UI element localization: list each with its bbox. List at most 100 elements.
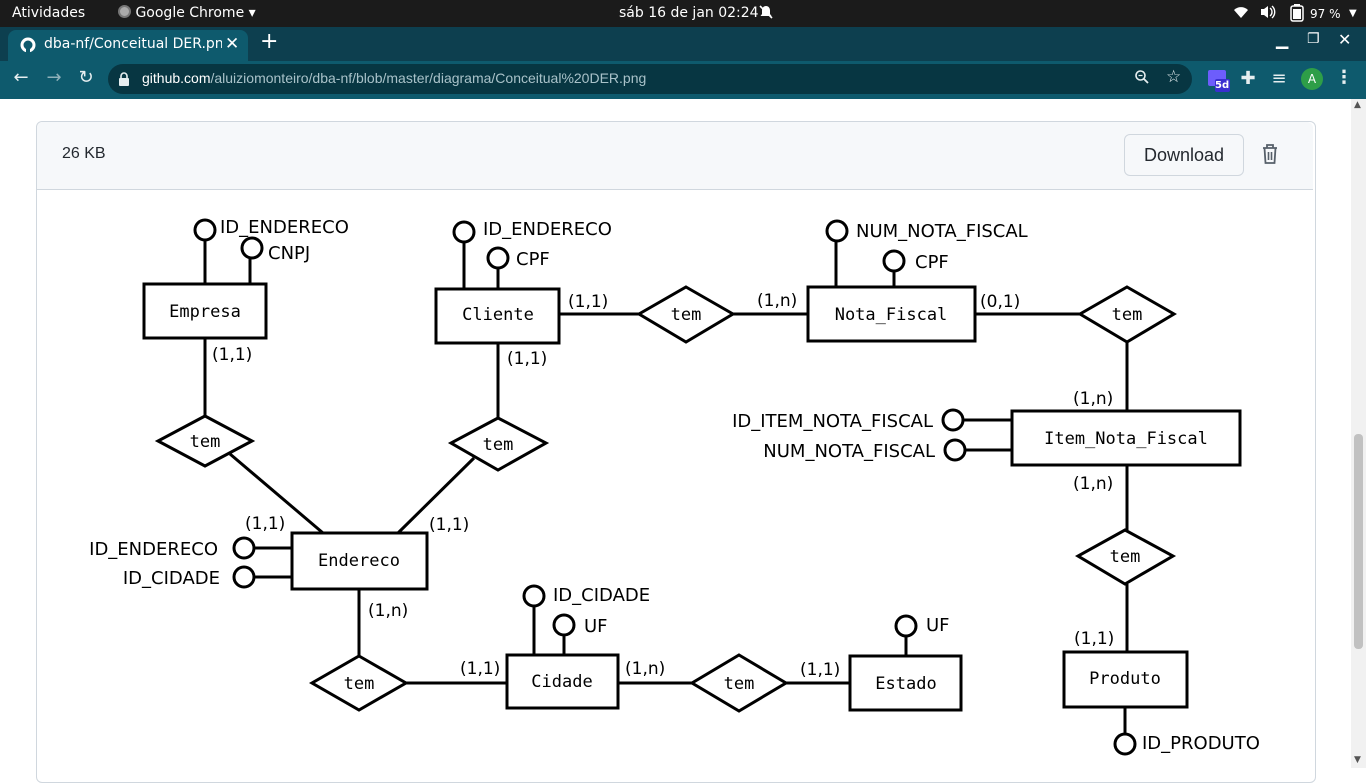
- browser-tab[interactable]: dba-nf/Conceitual DER.pn ✕: [8, 30, 248, 61]
- relationship-endereco-cidade: [308, 654, 410, 712]
- entity-item-nota-fiscal: [1010, 409, 1242, 467]
- minimize-button[interactable]: ▁: [1276, 30, 1289, 49]
- url-domain: github.com: [142, 70, 211, 86]
- entity-cliente: [434, 287, 561, 345]
- attribute-label: CNPJ: [268, 243, 310, 264]
- entity-label: Produto: [1089, 669, 1161, 689]
- cardinality-label: (0,1): [980, 292, 1020, 312]
- cardinality-label: (1,n): [757, 291, 797, 311]
- cardinality-label: (1,1): [460, 659, 500, 679]
- file-size: 26 KB: [62, 145, 106, 162]
- attribute-label: UF: [926, 615, 950, 636]
- cardinality-label: (1,1): [1074, 629, 1114, 649]
- new-tab-button[interactable]: +: [260, 29, 279, 54]
- app-name: Google Chrome: [135, 5, 245, 21]
- extension-calendar-icon[interactable]: [1208, 70, 1230, 96]
- clock[interactable]: sáb 16 de jan 02:24: [619, 5, 759, 21]
- close-tab-icon[interactable]: ✕: [225, 34, 240, 54]
- cardinality-label: (1,n): [625, 659, 665, 679]
- relationship-label: tem: [1112, 305, 1143, 325]
- cardinality-label: (1,n): [1073, 474, 1113, 494]
- cardinality-label: (1,1): [212, 345, 252, 365]
- entity-produto: [1062, 650, 1189, 709]
- more-menu-icon[interactable]: ⋮: [1335, 67, 1353, 88]
- attribute-label: ID_ENDERECO: [220, 217, 349, 238]
- extensions-puzzle-icon[interactable]: ✚: [1240, 68, 1256, 89]
- entity-endereco: [290, 531, 429, 591]
- relationship-label: tem: [1110, 547, 1141, 567]
- chevron-down-icon: ▾: [248, 5, 256, 21]
- wifi-icon[interactable]: [1233, 5, 1249, 23]
- extension-badge: 5d: [1215, 80, 1230, 91]
- bookmark-star-icon[interactable]: ☆: [1166, 67, 1182, 87]
- cardinality-label: (1,n): [368, 601, 408, 621]
- scrollbar-thumb[interactable]: [1354, 434, 1363, 649]
- attribute-label: CPF: [915, 252, 949, 273]
- entity-label: Item_Nota_Fiscal: [1044, 429, 1208, 449]
- cardinality-label: (1,1): [429, 515, 469, 535]
- relationship-cliente-endereco: [447, 416, 550, 472]
- cardinality-label: (1,1): [245, 514, 285, 534]
- github-icon: [20, 37, 36, 57]
- relationship-label: tem: [483, 435, 514, 455]
- attribute-label: ID_ENDERECO: [89, 539, 218, 560]
- entity-label: Endereco: [318, 551, 400, 571]
- attribute-label: ID_PRODUTO: [1142, 733, 1260, 754]
- maximize-button[interactable]: ❐: [1307, 31, 1320, 47]
- battery-percent: 97 %: [1310, 7, 1341, 21]
- cardinality-label: (1,n): [1073, 389, 1113, 409]
- url-path: /aluiziomonteiro/dba-nf/blob/master/diag…: [210, 70, 647, 86]
- entity-label: Empresa: [169, 302, 241, 322]
- attribute-label: ID_ITEM_NOTA_FISCAL: [732, 411, 933, 432]
- app-menu[interactable]: Google Chrome ▾: [118, 5, 256, 21]
- reload-icon[interactable]: ↻: [78, 67, 94, 88]
- forward-icon[interactable]: →: [46, 67, 62, 88]
- attribute-label: NUM_NOTA_FISCAL: [763, 441, 935, 462]
- entity-nota-fiscal: [806, 285, 977, 343]
- attribute-label: NUM_NOTA_FISCAL: [856, 221, 1028, 242]
- relationship-label: tem: [344, 674, 375, 694]
- relationship-label: tem: [724, 674, 755, 694]
- trash-icon[interactable]: [1259, 142, 1281, 170]
- relationship-item-produto: [1074, 528, 1177, 586]
- close-window-button[interactable]: ✕: [1338, 30, 1352, 49]
- lock-icon: [118, 71, 130, 90]
- back-icon[interactable]: ←: [13, 67, 29, 88]
- zoom-icon[interactable]: [1134, 69, 1150, 89]
- file-header: [37, 122, 1313, 190]
- attribute-label: UF: [584, 616, 608, 637]
- relationship-cliente-nota-fiscal: [636, 285, 736, 344]
- system-top-bar: Atividades Google Chrome ▾ sáb 16 de jan…: [0, 0, 1366, 27]
- relationship-label: tem: [671, 305, 702, 325]
- tab-title: dba-nf/Conceitual DER.pn: [44, 36, 222, 52]
- address-bar[interactable]: github.com/aluiziomonteiro/dba-nf/blob/m…: [108, 64, 1192, 94]
- profile-avatar[interactable]: A: [1301, 68, 1323, 90]
- scroll-down-arrow-icon[interactable]: ▼: [1354, 755, 1361, 765]
- entity-estado: [848, 654, 963, 712]
- cardinality-label: (1,1): [568, 292, 608, 312]
- chrome-icon: [118, 5, 131, 18]
- cardinality-label: (1,1): [800, 660, 840, 680]
- entity-label: Estado: [875, 674, 936, 694]
- attribute-label: ID_CIDADE: [123, 568, 220, 589]
- relationship-empresa-endereco: [154, 414, 256, 468]
- system-menu-arrow-icon[interactable]: ▼: [1349, 8, 1357, 19]
- attribute-label: ID_CIDADE: [553, 585, 650, 606]
- relationship-label: tem: [190, 432, 221, 452]
- notifications-muted-icon: [758, 4, 774, 24]
- attribute-label: CPF: [516, 249, 550, 270]
- entity-empresa: [142, 282, 268, 340]
- scroll-up-arrow-icon[interactable]: ▲: [1354, 100, 1361, 110]
- volume-icon[interactable]: [1259, 4, 1277, 24]
- download-button[interactable]: Download: [1124, 134, 1244, 176]
- entity-label: Nota_Fiscal: [835, 305, 948, 325]
- activities-button[interactable]: Atividades: [12, 5, 86, 21]
- media-queue-icon[interactable]: ≡: [1271, 68, 1287, 89]
- relationship-cidade-estado: [689, 653, 789, 713]
- entity-label: Cidade: [531, 672, 592, 692]
- relationship-nota-fiscal-item: [1077, 285, 1177, 344]
- er-diagram-image: Empresa Cliente Nota_Fiscal Item_Nota_Fi…: [89, 217, 1260, 756]
- attribute-label: ID_ENDERECO: [483, 219, 612, 240]
- cardinality-label: (1,1): [507, 349, 547, 369]
- battery-icon[interactable]: [1290, 4, 1304, 26]
